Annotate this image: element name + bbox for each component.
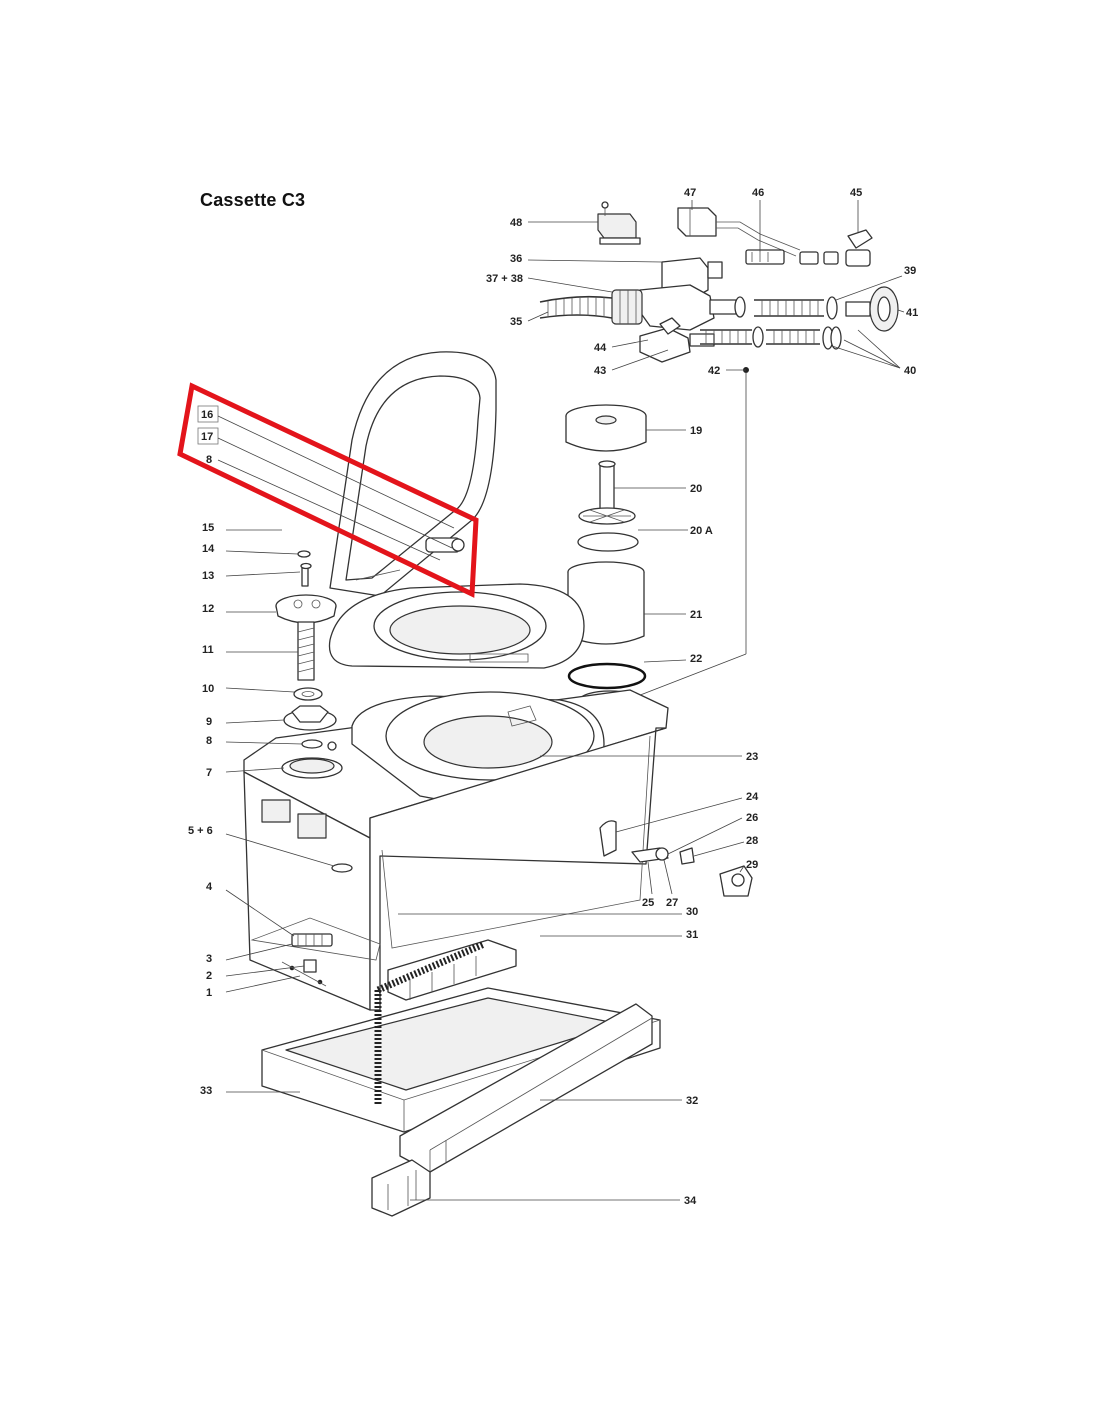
callout-5-6: 5 + 6 [188,825,213,837]
callout-40: 40 [904,365,916,377]
callout-8-lid: 8 [206,454,212,466]
callout-31: 31 [686,929,698,941]
callout-12: 12 [202,603,214,615]
callout-33: 33 [200,1085,212,1097]
callout-48: 48 [510,217,522,229]
callout-46: 46 [752,187,764,199]
callout-45: 45 [850,187,862,199]
callout-21: 21 [690,609,702,621]
callout-3: 3 [206,953,212,965]
valve-knob-stack [275,550,337,751]
callout-7: 7 [206,767,212,779]
callout-17: 17 [201,431,213,443]
callout-13: 13 [202,570,214,582]
callout-16: 16 [201,409,213,421]
callout-27: 27 [666,897,678,909]
callout-43: 43 [594,365,606,377]
callout-35: 35 [510,316,522,328]
callout-29: 29 [746,859,758,871]
callout-37-38: 37 + 38 [486,273,523,285]
callout-47: 47 [684,187,696,199]
flush-pump-assembly [539,201,899,363]
tank-cap-assembly [565,404,647,710]
callout-11: 11 [202,644,214,656]
label-box-17 [197,427,219,445]
callout-8: 8 [206,735,212,747]
callout-20a: 20 A [690,525,713,537]
label-box-16 [197,405,219,423]
callout-26: 26 [746,812,758,824]
callout-4: 4 [206,881,213,893]
callout-14: 14 [202,543,215,555]
highlight-frame [177,382,479,598]
callout-15: 15 [202,522,214,534]
diagram-title: Cassette C3 [200,190,306,210]
callout-9: 9 [206,716,212,728]
callout-10: 10 [202,683,214,695]
callout-36: 36 [510,253,522,265]
callout-2: 2 [206,970,212,982]
callout-34: 34 [684,1195,697,1207]
callout-1: 1 [206,987,212,999]
seat-and-lid [328,351,585,669]
callouts: 47 46 45 48 36 37 + 38 39 41 35 44 43 42… [188,187,918,1207]
main-housing [243,689,669,1011]
callout-25: 25 [642,897,654,909]
callout-22: 22 [690,653,702,665]
callout-39: 39 [904,265,916,277]
callout-19: 19 [690,425,702,437]
callout-20: 20 [690,483,702,495]
callout-28: 28 [746,835,758,847]
callout-42: 42 [708,365,720,377]
callout-41: 41 [906,307,918,319]
callout-32: 32 [686,1095,698,1107]
callout-24: 24 [746,791,759,803]
cassette-tank [261,939,661,1217]
side-latch-parts [631,847,753,897]
callout-44: 44 [594,342,607,354]
callout-23: 23 [746,751,758,763]
leader-lines [217,200,905,1201]
callout-30: 30 [686,906,698,918]
